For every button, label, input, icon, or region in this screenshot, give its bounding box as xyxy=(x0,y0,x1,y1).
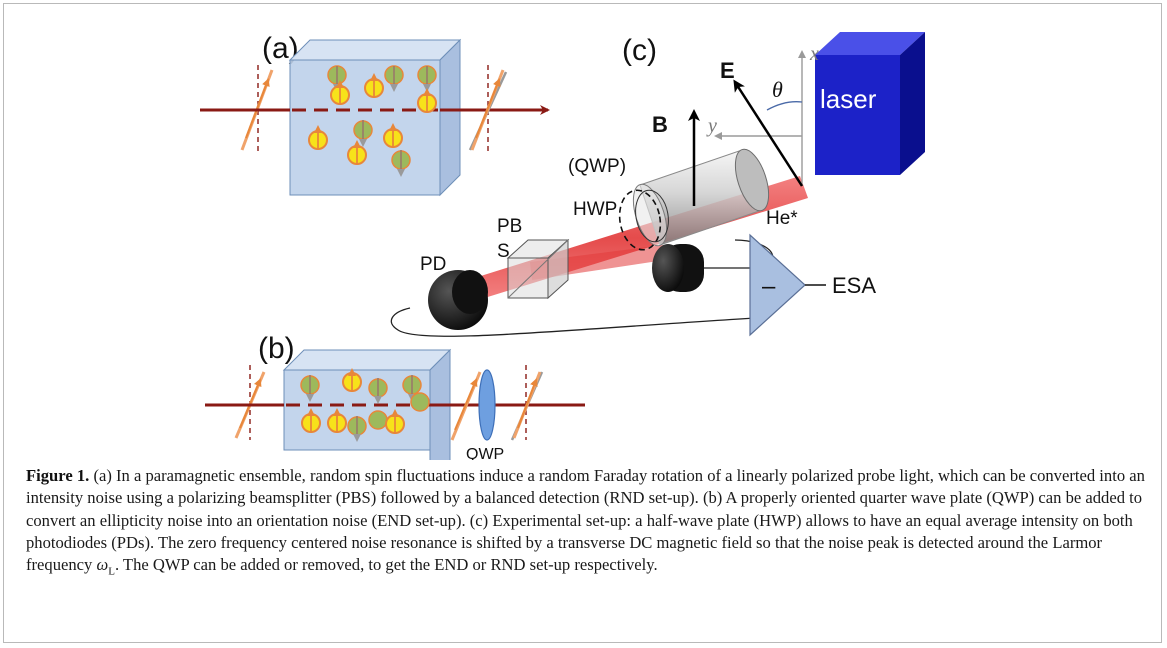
laser-source: laser xyxy=(815,32,925,175)
spin-atoms-b xyxy=(300,368,430,442)
e-field-arrow xyxy=(733,79,804,187)
balanced-amplifier xyxy=(749,233,806,337)
panel-c-label: (c) xyxy=(622,34,657,67)
hwp-plate xyxy=(618,189,662,251)
amplifier-minus-sign: – xyxy=(762,273,776,300)
caption-text-b: . The QWP can be added or removed, to ge… xyxy=(114,555,658,575)
laser-label: laser xyxy=(820,84,877,114)
pbs-label-line2: S xyxy=(497,241,510,262)
e-field-label: E xyxy=(720,58,735,83)
figure-frame xyxy=(3,3,1162,643)
polarization-arrow-b-mid xyxy=(454,378,478,431)
hwp-label: HWP xyxy=(573,199,617,220)
photodiode-1 xyxy=(428,270,488,330)
caption-text-a: (a) In a paramagnetic ensemble, random s… xyxy=(26,466,1145,575)
caption-omega-sub: L xyxy=(108,565,115,578)
x-axis-label: x xyxy=(809,43,819,65)
experimental-setup-figure: (a) xyxy=(200,32,925,460)
caption-omega: ω xyxy=(96,555,109,575)
caption-label: Figure 1. xyxy=(26,466,90,485)
detector-cable xyxy=(390,307,756,337)
b-field-label: B xyxy=(652,112,668,137)
polarizing-beamsplitter xyxy=(506,238,570,300)
rotated-polarization-arrow-a xyxy=(475,78,501,139)
polarization-arrow-b-out xyxy=(517,378,538,429)
figure-caption: Figure 1. (a) In a paramagnetic ensemble… xyxy=(26,465,1151,583)
y-axis-label: y xyxy=(706,115,717,137)
spin-atoms-a xyxy=(308,65,437,177)
helium-label: He* xyxy=(766,208,798,229)
pbs-label-line1: PB xyxy=(497,216,522,237)
qwp-plate xyxy=(478,369,496,441)
photodiode-2 xyxy=(652,244,704,292)
qwp-label: QWP xyxy=(466,446,504,460)
atom-cell-a xyxy=(288,38,462,197)
panel-b: (b) xyxy=(205,332,585,460)
qwp-paren-label: (QWP) xyxy=(568,156,626,177)
theta-arc xyxy=(766,101,803,111)
pd-label: PD xyxy=(420,254,446,275)
theta-label: θ xyxy=(772,77,783,102)
panel-b-label: (b) xyxy=(258,332,295,365)
helium-cell xyxy=(632,148,770,247)
panel-a: (a) xyxy=(200,32,550,197)
esa-label: ESA xyxy=(832,273,876,298)
panel-c: (c) B laser x y xyxy=(390,32,925,337)
